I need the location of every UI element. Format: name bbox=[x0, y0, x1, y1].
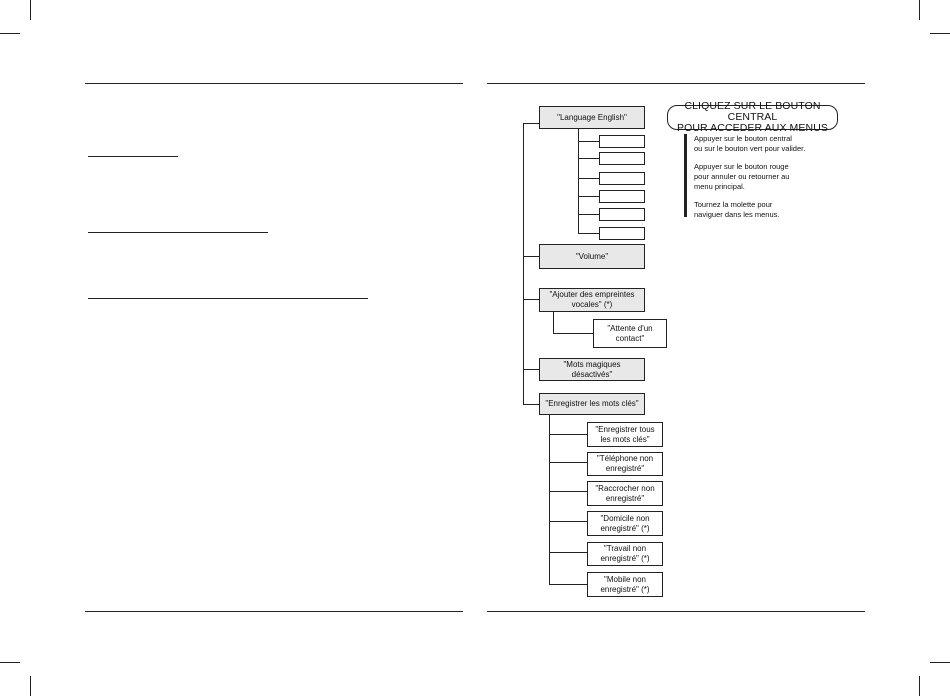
tree-branch bbox=[549, 521, 587, 522]
submenu-hangup[interactable]: "Raccrocher non enregistré" bbox=[587, 481, 663, 506]
tree-branch bbox=[523, 123, 539, 124]
heading-underline bbox=[88, 232, 268, 233]
instructions-paragraph: Tournez la molette pour naviguer dans le… bbox=[694, 200, 780, 219]
right-page-top-rule bbox=[487, 83, 865, 84]
crop-mark bbox=[0, 662, 20, 663]
tree-branch bbox=[549, 552, 587, 553]
tree-branch bbox=[578, 141, 599, 142]
right-page-bottom-rule bbox=[487, 611, 865, 612]
submenu-mobile[interactable]: "Mobile non enregistré" (*) bbox=[587, 572, 663, 597]
submenu-record-all[interactable]: "Enregistrer tous les mots clés" bbox=[587, 422, 663, 447]
tree-branch bbox=[553, 333, 593, 334]
menu-item-waiting-contact[interactable]: "Attente d'un contact" bbox=[593, 319, 667, 348]
submenu-phone[interactable]: "Téléphone non enregistré" bbox=[587, 452, 663, 476]
menu-item-volume[interactable]: "Volume" bbox=[539, 244, 645, 269]
tree-branch bbox=[549, 434, 587, 435]
crop-mark bbox=[930, 33, 950, 34]
tree-branch bbox=[523, 299, 539, 300]
language-option-box[interactable] bbox=[599, 208, 645, 221]
crop-mark bbox=[930, 662, 950, 663]
language-option-box[interactable] bbox=[599, 227, 645, 240]
crop-mark bbox=[0, 33, 20, 34]
instructions-header: CLIQUEZ SUR LE BOUTON CENTRAL POUR ACCED… bbox=[667, 101, 838, 134]
tree-trunk bbox=[523, 123, 524, 404]
tree-branch bbox=[578, 233, 599, 234]
tree-branch bbox=[523, 256, 539, 257]
language-branch bbox=[578, 129, 579, 234]
tree-branch bbox=[578, 196, 599, 197]
crop-mark bbox=[30, 676, 31, 696]
menu-item-language[interactable]: "Language English" bbox=[539, 106, 645, 129]
tree-branch bbox=[523, 369, 539, 370]
crop-mark bbox=[30, 0, 31, 20]
tree-branch bbox=[523, 404, 539, 405]
tree-branch bbox=[578, 178, 599, 179]
left-page-top-rule bbox=[85, 83, 463, 84]
submenu-work[interactable]: "Travail non enregistré" (*) bbox=[587, 542, 663, 566]
menu-item-magic-words[interactable]: "Mots magiques désactivés" bbox=[539, 358, 645, 381]
instructions-paragraph: Appuyer sur le bouton rouge pour annuler… bbox=[694, 162, 790, 191]
voiceprint-branch bbox=[553, 312, 554, 333]
heading-underline bbox=[88, 156, 178, 157]
tree-branch bbox=[578, 214, 599, 215]
tree-branch bbox=[549, 584, 587, 585]
left-page-bottom-rule bbox=[85, 611, 463, 612]
menu-item-add-voiceprints[interactable]: "Ajouter des empreintes vocales" (*) bbox=[539, 288, 645, 312]
instructions-side-bar bbox=[684, 134, 687, 217]
submenu-home[interactable]: "Domicile non enregistré" (*) bbox=[587, 511, 663, 536]
crop-mark bbox=[919, 0, 920, 20]
language-option-box[interactable] bbox=[599, 190, 645, 203]
language-option-box[interactable] bbox=[599, 172, 645, 185]
language-option-box[interactable] bbox=[599, 135, 645, 148]
menu-item-record-keywords[interactable]: "Enregistrer les mots clés" bbox=[539, 393, 645, 415]
tree-branch bbox=[549, 491, 587, 492]
keywords-branch bbox=[549, 415, 550, 585]
heading-underline bbox=[88, 298, 368, 299]
tree-branch bbox=[578, 158, 599, 159]
instructions-paragraph: Appuyer sur le bouton central ou sur le … bbox=[694, 134, 806, 153]
crop-mark bbox=[919, 676, 920, 696]
language-option-box[interactable] bbox=[599, 152, 645, 165]
tree-branch bbox=[549, 462, 587, 463]
